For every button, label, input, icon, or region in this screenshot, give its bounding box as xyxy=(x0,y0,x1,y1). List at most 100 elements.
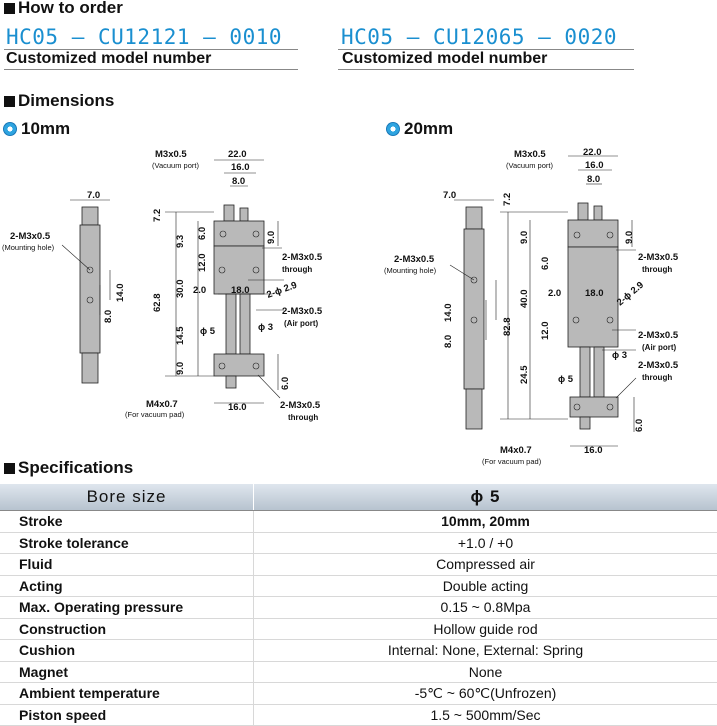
dim-9: 9.0 xyxy=(175,362,186,375)
m4-label: M4x0.7 xyxy=(500,445,532,456)
through-label-1: 2-M3x0.5 xyxy=(282,252,323,263)
spec-value: -5℃ ~ 60℃(Unfrozen) xyxy=(254,683,717,705)
phi5-label: ϕ 5 xyxy=(558,374,574,385)
mount-label: 2-M3x0.5 xyxy=(394,254,435,265)
dim-16: 16.0 xyxy=(231,162,250,173)
dim-6b: 6.0 xyxy=(634,419,645,432)
phi2-9-label: 2-ϕ 2.9 xyxy=(265,280,298,301)
dimensions-title: Dimensions xyxy=(18,91,114,111)
dim-6: 6.0 xyxy=(540,257,551,270)
dim-12: 12.0 xyxy=(540,322,551,341)
drawing-10mm: M3x0.5 (Vacuum port) 22.0 16.0 8.0 7.0 7… xyxy=(0,140,340,430)
vac-pad-text: (For vacuum pad) xyxy=(482,457,542,466)
phi3-label: ϕ 3 xyxy=(612,350,627,361)
bore-size-value: ϕ 5 xyxy=(254,484,717,511)
dim-18: 18.0 xyxy=(231,285,250,296)
spec-key: Acting xyxy=(0,575,254,597)
side-body xyxy=(464,229,484,389)
dim-82-8: 82.8 xyxy=(502,318,513,337)
air-port-text: (Air port) xyxy=(284,319,319,328)
dim-14: 14.0 xyxy=(443,304,454,323)
m4-label: M4x0.7 xyxy=(146,399,178,410)
model-underline-1 xyxy=(4,69,298,70)
dim-8b: 8.0 xyxy=(443,335,454,348)
dimensions-heading: Dimensions xyxy=(4,91,114,111)
specifications-heading: Specifications xyxy=(4,458,133,478)
model-underline-2 xyxy=(338,69,634,70)
dim-8: 8.0 xyxy=(232,176,245,187)
side-9-label: 9.0 xyxy=(266,231,277,244)
side-top-stub xyxy=(466,207,482,229)
dim-62-8: 62.8 xyxy=(152,294,163,313)
dim-30: 30.0 xyxy=(175,280,186,299)
dim-40: 40.0 xyxy=(519,290,530,309)
dim-2: 2.0 xyxy=(548,288,561,299)
phi2-9-label: 2-ϕ 2.9 xyxy=(615,280,646,309)
bore-size-label: Bore size xyxy=(0,484,254,511)
through-text-1: through xyxy=(642,265,672,274)
mount-label: 2-M3x0.5 xyxy=(10,231,51,242)
size-20mm-title: 20mm xyxy=(404,119,453,139)
table-row: Ambient temperature-5℃ ~ 60℃(Unfrozen) xyxy=(0,683,717,705)
square-bullet-icon xyxy=(4,463,15,474)
drawing-line xyxy=(258,375,280,398)
spec-value: 10mm, 20mm xyxy=(254,511,717,533)
spec-value: None xyxy=(254,661,717,683)
spec-key: Fluid xyxy=(0,554,254,576)
spec-key: Stroke tolerance xyxy=(0,532,254,554)
circle-bullet-icon xyxy=(386,122,400,136)
through-label-2: 2-M3x0.5 xyxy=(280,400,321,411)
side-body xyxy=(80,225,100,353)
dim-16: 16.0 xyxy=(585,160,604,171)
air-port-label: 2-M3x0.5 xyxy=(282,306,323,317)
dim-22: 22.0 xyxy=(228,149,247,160)
model-number-1: HC05 – CU12121 – 0010 xyxy=(6,25,282,49)
front-top-block xyxy=(568,220,618,247)
vac-port-label: (Vacuum port) xyxy=(152,161,199,170)
spec-key: Piston speed xyxy=(0,704,254,726)
through-label-2: 2-M3x0.5 xyxy=(638,360,679,371)
air-port-label: 2-M3x0.5 xyxy=(638,330,679,341)
front-fitting xyxy=(240,208,248,221)
front-pad-block xyxy=(214,354,264,376)
drawing-line xyxy=(616,378,636,398)
dim-8: 8.0 xyxy=(587,174,600,185)
front-rod xyxy=(226,294,236,354)
side-top-stub xyxy=(82,207,98,225)
dim-24-5: 24.5 xyxy=(519,365,530,384)
side-bottom-stub xyxy=(466,389,482,429)
dim-18: 18.0 xyxy=(585,288,604,299)
front-rod xyxy=(580,347,590,397)
through-text-2: through xyxy=(642,373,672,382)
size-20mm-heading: 20mm xyxy=(386,119,453,139)
custom-caption-1: Customized model number xyxy=(6,50,211,68)
mount-hole-text: (Mounting hole) xyxy=(384,266,437,275)
dim-7: 7.0 xyxy=(443,190,456,201)
dim-22: 22.0 xyxy=(583,147,602,158)
m3-top-label: M3x0.5 xyxy=(514,149,546,160)
dim-6b: 6.0 xyxy=(280,377,291,390)
spec-header-row: Bore size ϕ 5 xyxy=(0,484,717,511)
dim-14-5: 14.5 xyxy=(175,326,186,345)
spec-value: Compressed air xyxy=(254,554,717,576)
how-to-order-title: How to order xyxy=(18,0,123,18)
front-rod-2 xyxy=(594,347,604,397)
vac-pad-text: (For vacuum pad) xyxy=(125,410,185,419)
dim-2: 2.0 xyxy=(193,285,206,296)
square-bullet-icon xyxy=(4,96,15,107)
spec-key: Construction xyxy=(0,618,254,640)
dim-12: 12.0 xyxy=(197,254,208,273)
front-rod-2 xyxy=(240,294,250,354)
square-bullet-icon xyxy=(4,3,15,14)
front-vac-port xyxy=(578,203,588,220)
phi5-label: ϕ 5 xyxy=(200,326,216,337)
spec-value: Internal: None, External: Spring xyxy=(254,640,717,662)
front-top-block xyxy=(214,221,264,246)
